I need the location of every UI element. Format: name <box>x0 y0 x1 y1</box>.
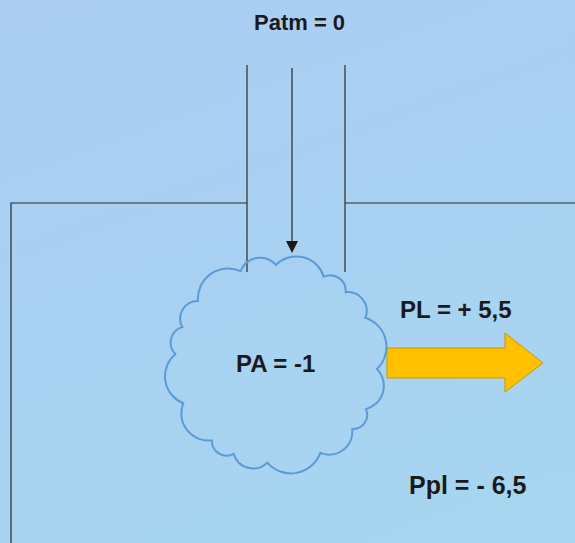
chamber-wall <box>345 202 575 203</box>
airway-wall <box>246 65 247 272</box>
pressure-value: Ppl = - 6,5 <box>409 471 526 500</box>
airflow-arrow <box>291 68 292 242</box>
cloud-path <box>165 256 387 473</box>
pressure-value: PA = -1 <box>236 350 315 378</box>
pressure-arrow <box>387 333 543 392</box>
pleural-space: Ppl = - 6,5 PA = -1 <box>11 203 575 543</box>
chamber-wall <box>11 203 247 543</box>
transpulmonary-pressure: PL = + 5,5 <box>400 296 512 324</box>
atmospheric-pressure: Patm = 0 <box>254 10 345 35</box>
alveolus-cloud: PA = -1 <box>165 255 387 473</box>
airflow-arrowhead <box>286 241 298 253</box>
airway-wall <box>344 65 345 272</box>
